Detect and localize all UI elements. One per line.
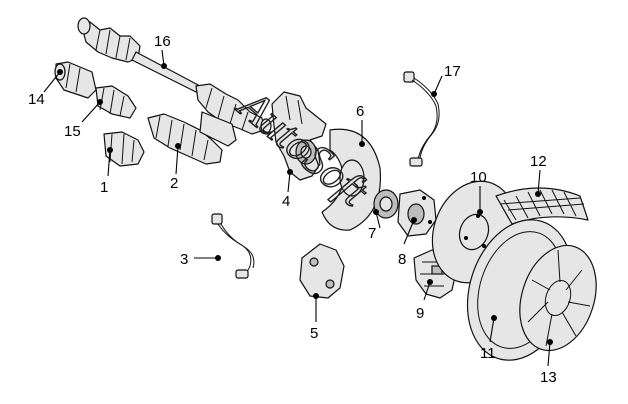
- callout-17: 17: [444, 63, 461, 80]
- callout-4: 4: [282, 193, 290, 210]
- callout-6: 6: [356, 103, 364, 120]
- callout-11: 11: [480, 345, 496, 362]
- abs-sensor-cable: [403, 71, 440, 167]
- wheel-bearing-and-hub: [373, 189, 437, 237]
- brake-hose-front: [211, 213, 255, 279]
- callout-9: 9: [416, 305, 424, 322]
- leader-lines: [43, 49, 553, 367]
- callout-10: 10: [470, 169, 487, 186]
- callout-labels: 1 2 3 4 5 6 7 8 9 10 11 12 13 14 15 16 1…: [28, 33, 557, 386]
- callout-1: 1: [100, 179, 108, 196]
- steering-knuckle: [271, 91, 327, 181]
- brake-dust-shield: [321, 128, 382, 231]
- callout-3: 3: [180, 251, 188, 268]
- wheel-rim-and-cover: [466, 219, 597, 361]
- caliper-bracket: [299, 243, 345, 299]
- drive-shaft-assembly: [77, 17, 272, 135]
- callout-8: 8: [398, 251, 406, 268]
- callout-7: 7: [368, 225, 376, 242]
- callout-15: 15: [64, 123, 81, 140]
- tire-tread-section: [495, 187, 589, 225]
- callout-12: 12: [530, 153, 547, 170]
- callout-14: 14: [28, 91, 45, 108]
- callout-13: 13: [540, 369, 557, 386]
- callout-16: 16: [154, 33, 171, 50]
- outer-cv-joint-parts: [54, 61, 145, 167]
- callout-5: 5: [310, 325, 318, 342]
- inner-cv-joint: [147, 111, 237, 165]
- callout-2: 2: [170, 175, 178, 192]
